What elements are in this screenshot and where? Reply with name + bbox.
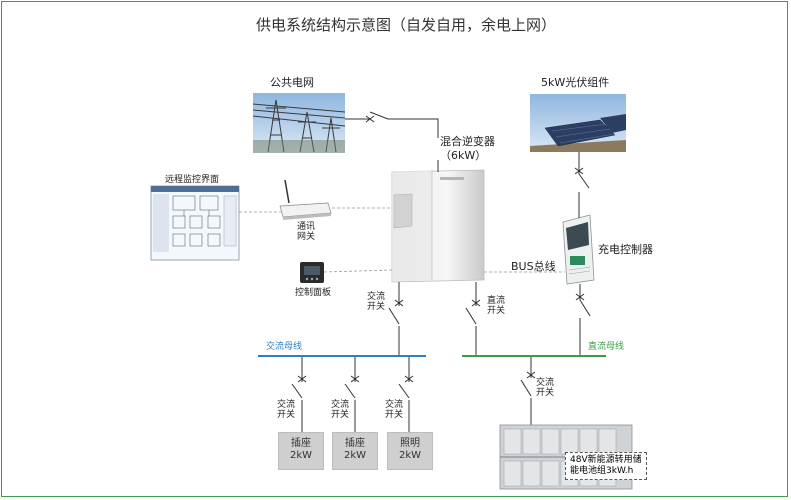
gateway-label: 通讯网关	[297, 222, 316, 243]
ac-switch-label-battery: 交流开关	[536, 378, 555, 399]
inverter-label: 混合逆变器	[440, 135, 495, 148]
pv-module-photo	[530, 94, 626, 152]
ac-switch-label-main: 交流开关	[367, 292, 386, 313]
control-panel-label: 控制面板	[295, 288, 332, 298]
bus-label: BUS总线	[511, 260, 556, 273]
dc-switch-label-main: 直流开关	[487, 296, 506, 317]
remote-monitor-label: 远程监控界面	[165, 175, 220, 185]
ac-switch-label-load-3: 交流开关	[385, 400, 404, 421]
ac-switch-label-load-1: 交流开关	[277, 400, 296, 421]
remote-monitor-screenshot	[150, 185, 240, 261]
ac-switch-label-load-2: 交流开关	[331, 400, 350, 421]
charge-controller-device	[562, 214, 595, 285]
inverter-power-label: （6kW）	[440, 149, 487, 162]
dc-busbar-label: 直流母线	[588, 342, 625, 352]
communication-links	[239, 207, 565, 273]
ac-busbar-label: 交流母线	[266, 342, 303, 352]
inverter-cabinet	[391, 169, 485, 283]
diagram-title: 供电系统结构示意图（自发自用，余电上网）	[256, 16, 557, 34]
charge-controller-label: 充电控制器	[598, 243, 653, 256]
control-panel-device	[300, 262, 324, 283]
grid-label: 公共电网	[270, 76, 314, 89]
battery-label: 48V新能源转用储能电池组3kW.h	[565, 452, 647, 480]
wiring	[291, 111, 591, 432]
gateway-router	[279, 179, 332, 220]
pv-label: 5kW光伏组件	[541, 76, 610, 89]
power-grid-photo	[252, 93, 346, 153]
